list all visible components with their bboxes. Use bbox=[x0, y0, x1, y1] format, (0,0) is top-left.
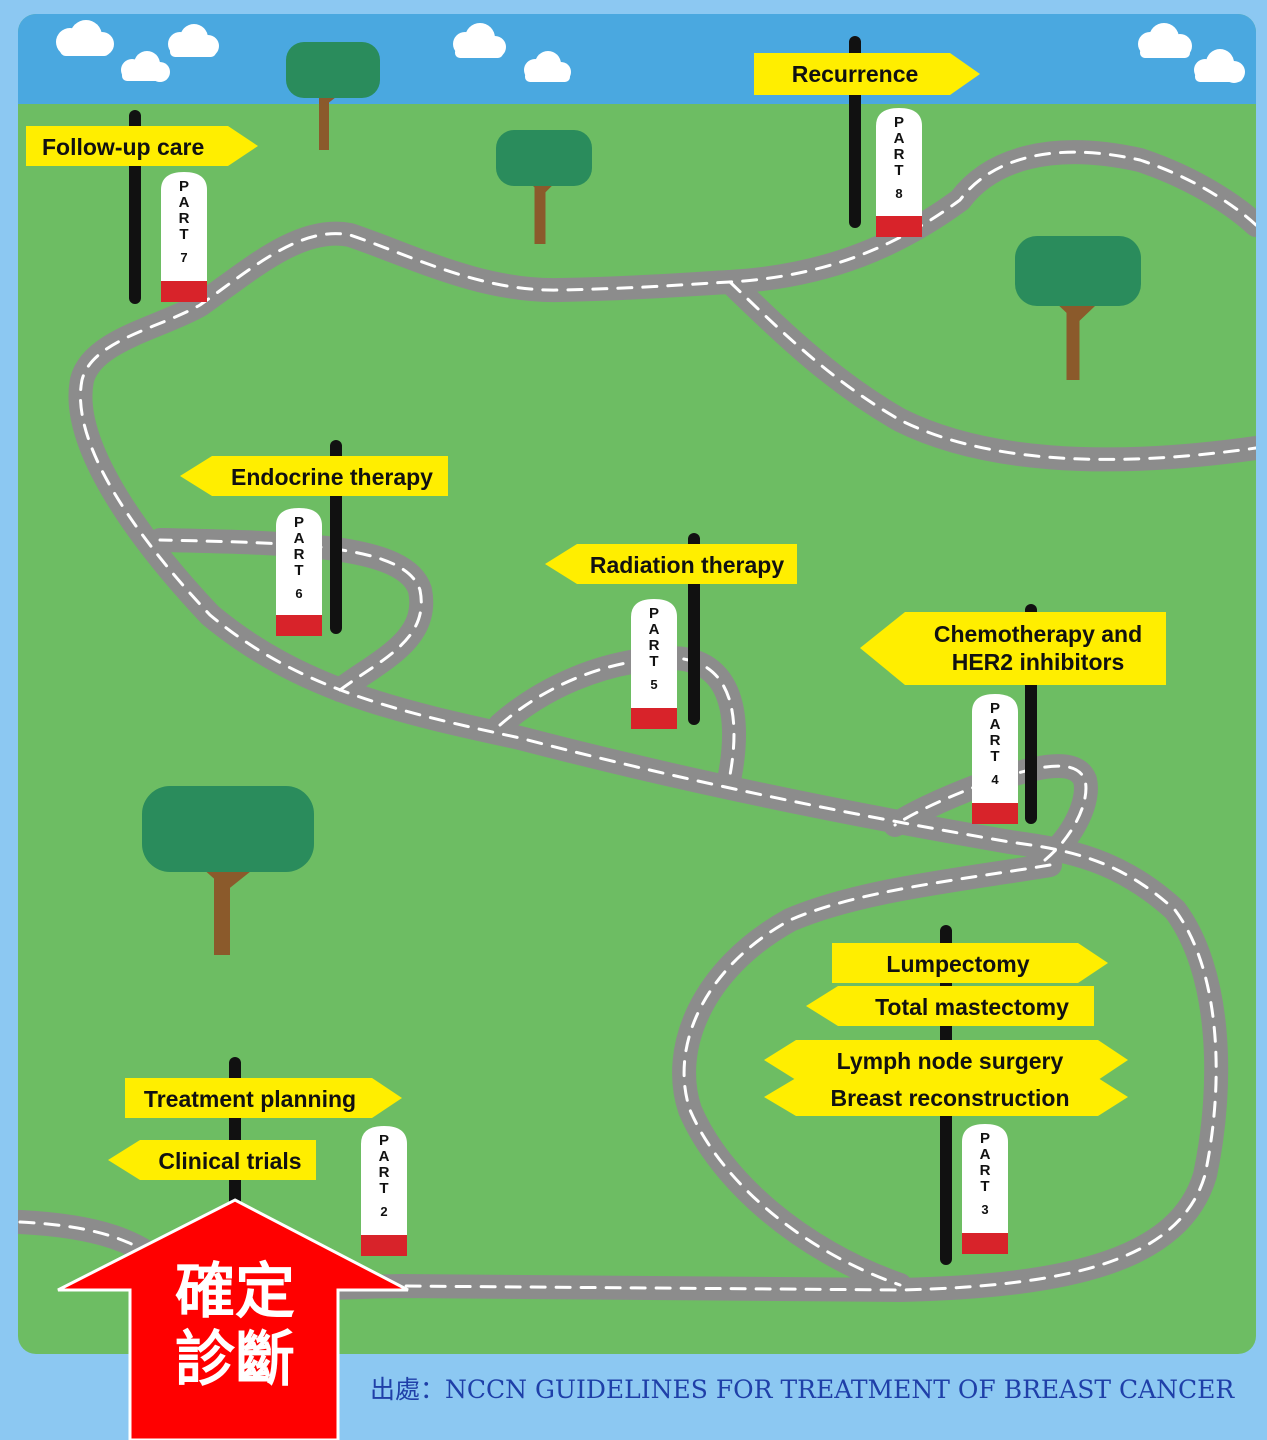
marker-letter: A bbox=[980, 1146, 991, 1163]
marker-letter: P bbox=[649, 605, 659, 622]
road-dashes bbox=[18, 150, 1256, 1292]
marker-letter: T bbox=[980, 1178, 989, 1195]
marker-letter: T bbox=[294, 562, 303, 579]
marker-number: 4 bbox=[991, 772, 999, 787]
cloud-icon bbox=[56, 20, 114, 56]
diagnosis-arrow-icon bbox=[57, 1198, 409, 1440]
marker-letter: R bbox=[294, 546, 305, 563]
arrow-label: 診斷 bbox=[175, 1325, 295, 1395]
part-marker-8: P A R T 8 bbox=[876, 108, 922, 237]
marker-letter: A bbox=[649, 621, 660, 638]
tree-icon bbox=[142, 786, 314, 955]
part-marker-5: P A R T 5 bbox=[631, 599, 677, 729]
part-marker-2: P A R T 2 bbox=[361, 1126, 407, 1256]
marker-letter: P bbox=[179, 178, 189, 195]
marker-letter: R bbox=[649, 637, 660, 654]
sign-chemotherapy: Chemotherapy and HER2 inhibitors bbox=[860, 612, 1166, 685]
cloud-icon bbox=[121, 51, 170, 82]
sign-label: Endocrine therapy bbox=[231, 464, 433, 490]
marker-letter: A bbox=[379, 1148, 390, 1165]
sign-lumpectomy: Lumpectomy bbox=[832, 943, 1108, 983]
sign-label: Clinical trials bbox=[158, 1148, 301, 1174]
sign-radiation-therapy: Radiation therapy bbox=[545, 544, 797, 584]
tree-icon bbox=[286, 42, 380, 150]
sign-label: HER2 inhibitors bbox=[952, 649, 1125, 675]
sign-follow-up-care: Follow-up care bbox=[26, 126, 258, 166]
sign-label: Breast reconstruction bbox=[830, 1085, 1069, 1111]
marker-letter: A bbox=[990, 716, 1001, 733]
clouds bbox=[56, 20, 1245, 83]
sign-lymph-node-surgery: Lymph node surgery bbox=[764, 1040, 1128, 1080]
marker-number: 6 bbox=[295, 586, 302, 601]
marker-letter: A bbox=[894, 130, 905, 147]
sign-treatment-planning: Treatment planning bbox=[125, 1078, 402, 1118]
signs: Follow-up care Recurrence Endocrine ther… bbox=[26, 53, 1166, 1180]
marker-letter: R bbox=[980, 1162, 991, 1179]
sign-label: Radiation therapy bbox=[590, 552, 784, 578]
part-marker-4: P A R T 4 bbox=[972, 694, 1018, 824]
marker-letter: T bbox=[649, 653, 658, 670]
marker-number: 2 bbox=[380, 1204, 387, 1219]
map-panel: Follow-up care Recurrence Endocrine ther… bbox=[18, 14, 1256, 1354]
part-markers: P A R T 7 P A R T 8 P A R T bbox=[161, 108, 1018, 1256]
marker-number: 8 bbox=[895, 186, 902, 201]
sign-label: Chemotherapy and bbox=[934, 621, 1142, 647]
sign-total-mastectomy: Total mastectomy bbox=[806, 986, 1094, 1026]
cloud-icon bbox=[524, 51, 571, 82]
marker-letter: A bbox=[179, 194, 190, 211]
part-marker-6: P A R T 6 bbox=[276, 508, 322, 636]
marker-letter: P bbox=[294, 514, 304, 531]
marker-letter: T bbox=[990, 748, 999, 765]
cloud-icon bbox=[1194, 49, 1245, 83]
sign-label: Lymph node surgery bbox=[837, 1048, 1064, 1074]
road-network bbox=[18, 140, 1256, 1302]
marker-letter: R bbox=[894, 146, 905, 163]
sign-label: Recurrence bbox=[792, 61, 919, 87]
sky bbox=[18, 14, 1256, 104]
source-caption: 出處：NCCN GUIDELINES FOR TREATMENT OF BREA… bbox=[370, 1375, 1235, 1404]
cloud-icon bbox=[1138, 23, 1192, 58]
part-marker-3: P A R T 3 bbox=[962, 1124, 1008, 1254]
sign-label: Follow-up care bbox=[42, 134, 204, 160]
sign-breast-reconstruction: Breast reconstruction bbox=[764, 1078, 1128, 1116]
marker-number: 7 bbox=[180, 250, 187, 265]
marker-number: 5 bbox=[650, 677, 657, 692]
sign-label: Treatment planning bbox=[144, 1086, 356, 1112]
sign-label: Total mastectomy bbox=[875, 994, 1069, 1020]
marker-letter: P bbox=[980, 1130, 990, 1147]
sign-recurrence: Recurrence bbox=[754, 53, 980, 95]
marker-letter: P bbox=[379, 1132, 389, 1149]
marker-letter: R bbox=[179, 210, 190, 227]
tree-icon bbox=[1015, 236, 1141, 380]
marker-number: 3 bbox=[981, 1202, 988, 1217]
sign-endocrine-therapy: Endocrine therapy bbox=[180, 456, 448, 496]
tree-icon bbox=[496, 130, 592, 244]
sign-clinical-trials: Clinical trials bbox=[108, 1140, 316, 1180]
arrow-label: 確定 bbox=[175, 1257, 295, 1327]
marker-letter: R bbox=[379, 1164, 390, 1181]
cloud-icon bbox=[453, 23, 506, 58]
marker-letter: T bbox=[179, 226, 188, 243]
marker-letter: P bbox=[990, 700, 1000, 717]
marker-letter: A bbox=[294, 530, 305, 547]
cloud-icon bbox=[168, 24, 219, 57]
marker-letter: T bbox=[894, 162, 903, 179]
marker-letter: T bbox=[379, 1180, 388, 1197]
marker-letter: P bbox=[894, 114, 904, 131]
sign-label: Lumpectomy bbox=[886, 951, 1029, 977]
marker-letter: R bbox=[990, 732, 1001, 749]
part-marker-7: P A R T 7 bbox=[161, 172, 207, 302]
